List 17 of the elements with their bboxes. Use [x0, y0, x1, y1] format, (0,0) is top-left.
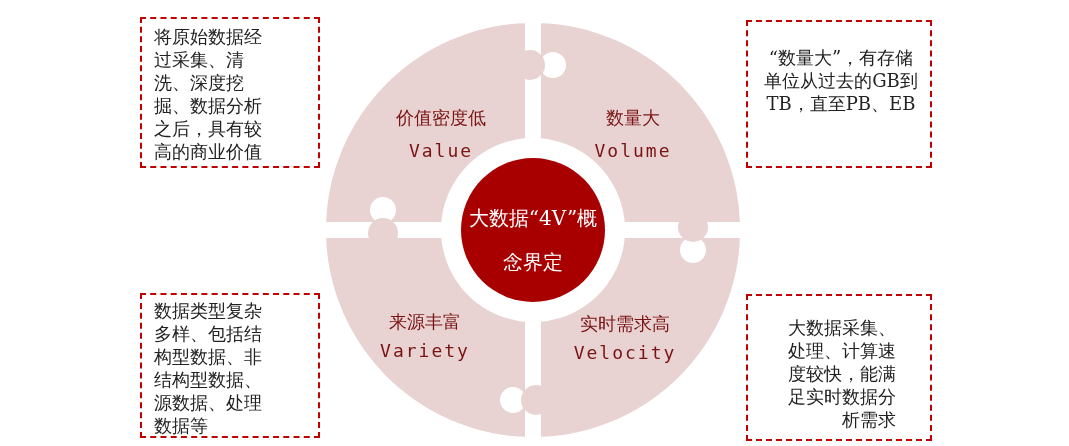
description-text: “数量大”，有存储单位从过去的GB到TB，直至PB、EB — [763, 46, 919, 115]
piece-title: 价值密度低 — [396, 106, 486, 130]
description-box — [746, 294, 932, 441]
description-box — [140, 293, 320, 438]
piece-subtitle: Volume — [594, 140, 672, 161]
description-box — [140, 17, 320, 168]
description-text: 大数据采集、处理、计算速度较快，能满足实时数据分析需求 — [787, 316, 896, 431]
description-text: 数据类型复杂多样、包括结构型数据、非结构型数据、源数据、处理数据等 — [154, 299, 263, 437]
piece-title: 实时需求高 — [580, 312, 670, 336]
piece-title: 来源丰富 — [389, 310, 461, 334]
piece-subtitle: Velocity — [573, 342, 677, 363]
description-text: 将原始数据经过采集、清洗、深度挖掘、数据分析之后，具有较高的商业价值 — [154, 25, 263, 163]
piece-subtitle: Value — [408, 140, 474, 161]
piece-subtitle: Variety — [380, 340, 470, 361]
center-label: 大数据“4V”概念界定 — [467, 205, 599, 276]
piece-title: 数量大 — [606, 106, 660, 130]
description-box — [746, 20, 932, 168]
